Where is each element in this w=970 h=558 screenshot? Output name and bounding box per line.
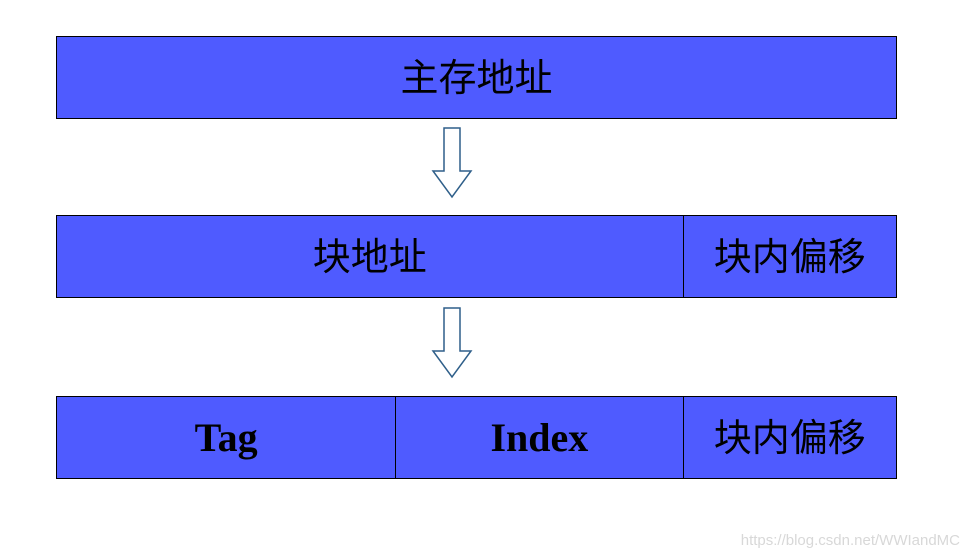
index-cell: Index xyxy=(395,397,682,478)
block-offset-cell: 块内偏移 xyxy=(682,397,897,478)
down-arrow-icon xyxy=(431,127,473,199)
tag-cell: Tag xyxy=(57,397,395,478)
block-offset-label: 块内偏移 xyxy=(713,234,866,279)
main-memory-address-cell: 主存地址 xyxy=(57,37,896,118)
down-arrow-icon xyxy=(431,307,473,379)
block-offset-label: 块内偏移 xyxy=(713,415,866,460)
tag-index-offset-row: Tag Index 块内偏移 xyxy=(56,396,897,479)
main-memory-address-label: 主存地址 xyxy=(400,55,553,100)
tag-label: Tag xyxy=(194,414,258,460)
main-memory-address-row: 主存地址 xyxy=(56,36,897,119)
index-label: Index xyxy=(490,414,589,460)
block-address-label: 块地址 xyxy=(312,234,427,279)
block-address-row: 块地址 块内偏移 xyxy=(56,215,897,298)
block-address-cell: 块地址 xyxy=(57,216,683,297)
watermark: https://blog.csdn.net/WWIandMC xyxy=(740,532,960,549)
block-offset-cell: 块内偏移 xyxy=(682,216,897,297)
